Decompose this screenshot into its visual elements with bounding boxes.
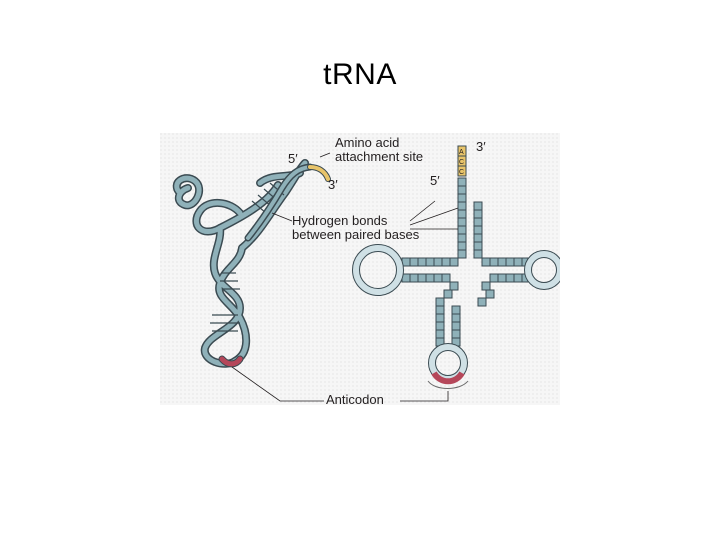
trna-3d-ribbon-model (172, 159, 331, 368)
trna-diagram: Amino acid attachment site 5′ 3′ 3′ 5′ H… (160, 133, 560, 405)
acceptor-base-a: A (459, 149, 464, 156)
slide-title: tRNA (323, 58, 397, 91)
label-amino-acid-line1: Amino acid (335, 135, 399, 150)
label-five-prime-right: 5′ (430, 173, 440, 188)
anticodon-bracket (427, 380, 469, 389)
acceptor-base-c2: C (459, 169, 464, 176)
leader-lines (231, 152, 459, 402)
anticodon-bases (431, 371, 465, 385)
label-three-prime-right: 3′ (476, 139, 486, 154)
label-anticodon: Anticodon (326, 392, 384, 405)
diagram-labels: Amino acid attachment site 5′ 3′ 3′ 5′ H… (288, 135, 486, 405)
trna-cloverleaf-model (352, 145, 560, 389)
label-amino-acid-line2: attachment site (335, 149, 423, 164)
label-three-prime-left: 3′ (328, 177, 338, 192)
trna-figure: Amino acid attachment site 5′ 3′ 3′ 5′ H… (160, 133, 560, 405)
label-five-prime-left: 5′ (288, 151, 298, 166)
acceptor-base-c1: C (459, 159, 464, 166)
label-hbonds-line2: between paired bases (292, 227, 420, 242)
label-hbonds-line1: Hydrogen bonds (292, 213, 388, 228)
